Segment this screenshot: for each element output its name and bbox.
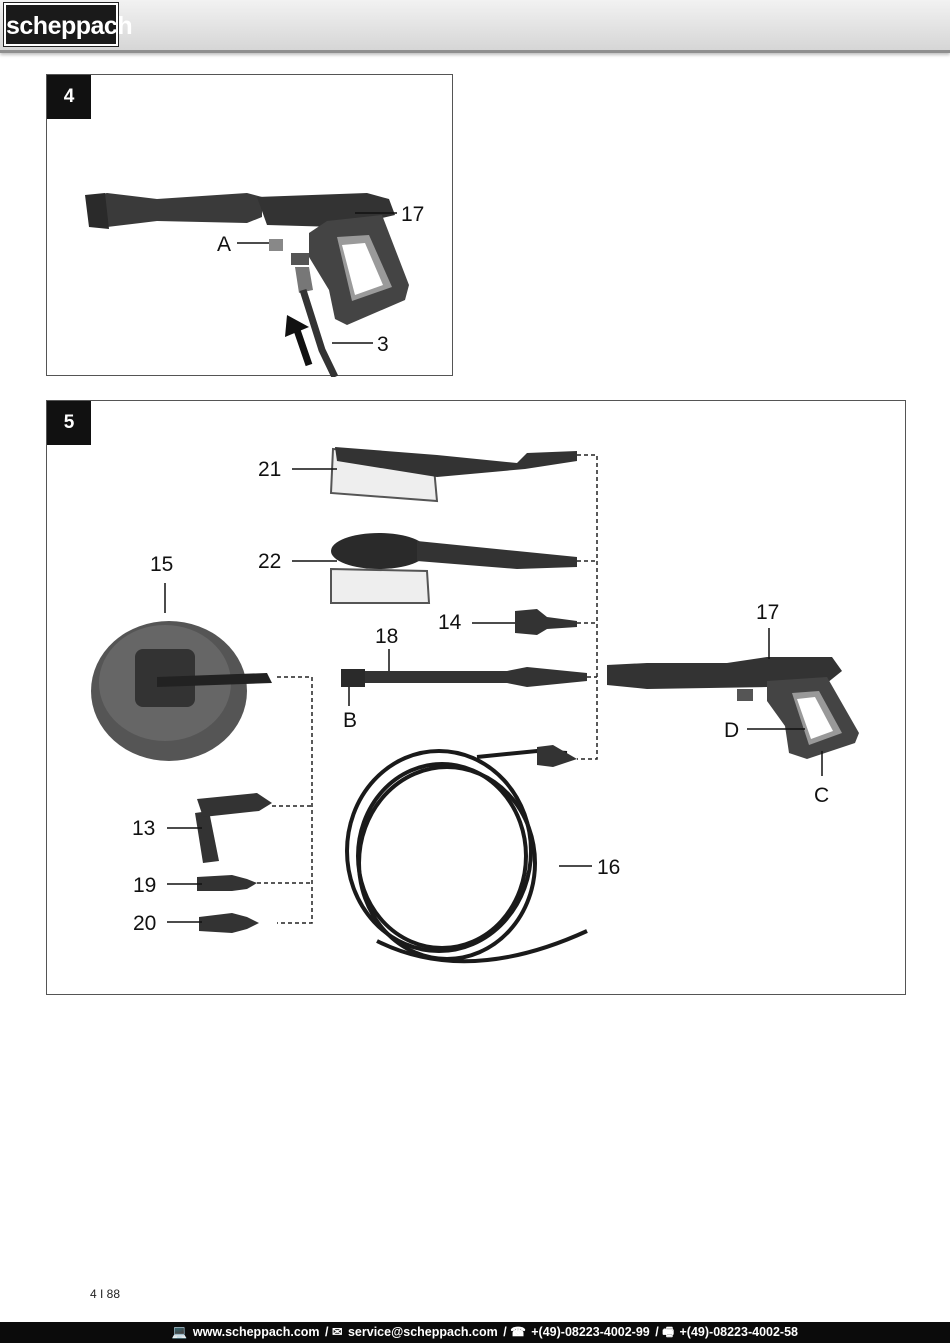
- insert-arrow-icon: [285, 315, 313, 367]
- hose-coil-illustration: [345, 748, 588, 964]
- connection-lines: [257, 454, 598, 924]
- label-14: 14: [438, 611, 462, 634]
- brand-logo: scheppach: [3, 2, 133, 47]
- figure-5-number: 5: [47, 401, 91, 445]
- figure-5-illustration: 21 22 15 14 18 B 17 D C 13 19 20 16: [91, 447, 859, 964]
- page-number: 4 I 88: [90, 1287, 121, 1301]
- figure-4: 4 17 A 3: [46, 74, 453, 377]
- spray-gun-illustration: [85, 193, 409, 325]
- phone-icon: ☎: [510, 1325, 526, 1339]
- label-19: 19: [133, 874, 156, 897]
- label-3: 3: [377, 333, 389, 356]
- figure-5: 5: [46, 400, 906, 995]
- nozzle-19-illustration: [197, 875, 257, 891]
- fax-number: +(49)-08223-4002-58: [679, 1325, 799, 1339]
- label-A: A: [217, 233, 231, 256]
- page-footer: 💻 www.scheppach.com / ✉ service@scheppac…: [0, 1322, 950, 1343]
- label-16: 16: [597, 856, 620, 879]
- figure-4-illustration: 17 A 3: [85, 193, 424, 377]
- phone-number: +(49)-08223-4002-99: [531, 1325, 650, 1339]
- label-17: 17: [756, 601, 779, 624]
- label-15: 15: [150, 553, 173, 576]
- laptop-icon: 💻: [171, 1325, 188, 1339]
- page-header: scheppach: [0, 0, 950, 53]
- label-20: 20: [133, 912, 156, 935]
- website-link[interactable]: www.scheppach.com: [192, 1325, 320, 1339]
- angle-nozzle-illustration: [195, 793, 272, 863]
- label-13: 13: [132, 817, 155, 840]
- hose-illustration: [299, 288, 339, 377]
- label-D: D: [724, 719, 739, 742]
- mail-icon: ✉: [332, 1325, 343, 1339]
- surface-cleaner-illustration: [91, 621, 272, 761]
- fax-icon: 🖷: [662, 1325, 675, 1339]
- label-22: 22: [258, 550, 281, 573]
- leader-lines: [164, 468, 823, 923]
- label-17: 17: [401, 203, 424, 226]
- label-18: 18: [375, 625, 398, 648]
- figure-4-number: 4: [47, 75, 91, 119]
- flat-brush-illustration: [329, 447, 577, 503]
- nozzle-20-illustration: [199, 913, 259, 933]
- label-B: B: [343, 709, 357, 732]
- lance-illustration: [341, 667, 587, 687]
- label-C: C: [814, 784, 829, 807]
- spray-gun-illustration: [607, 657, 859, 759]
- round-brush-illustration: [330, 533, 577, 604]
- label-21: 21: [258, 458, 281, 481]
- email-link[interactable]: service@scheppach.com: [347, 1325, 498, 1339]
- adapter-illustration: [515, 609, 577, 635]
